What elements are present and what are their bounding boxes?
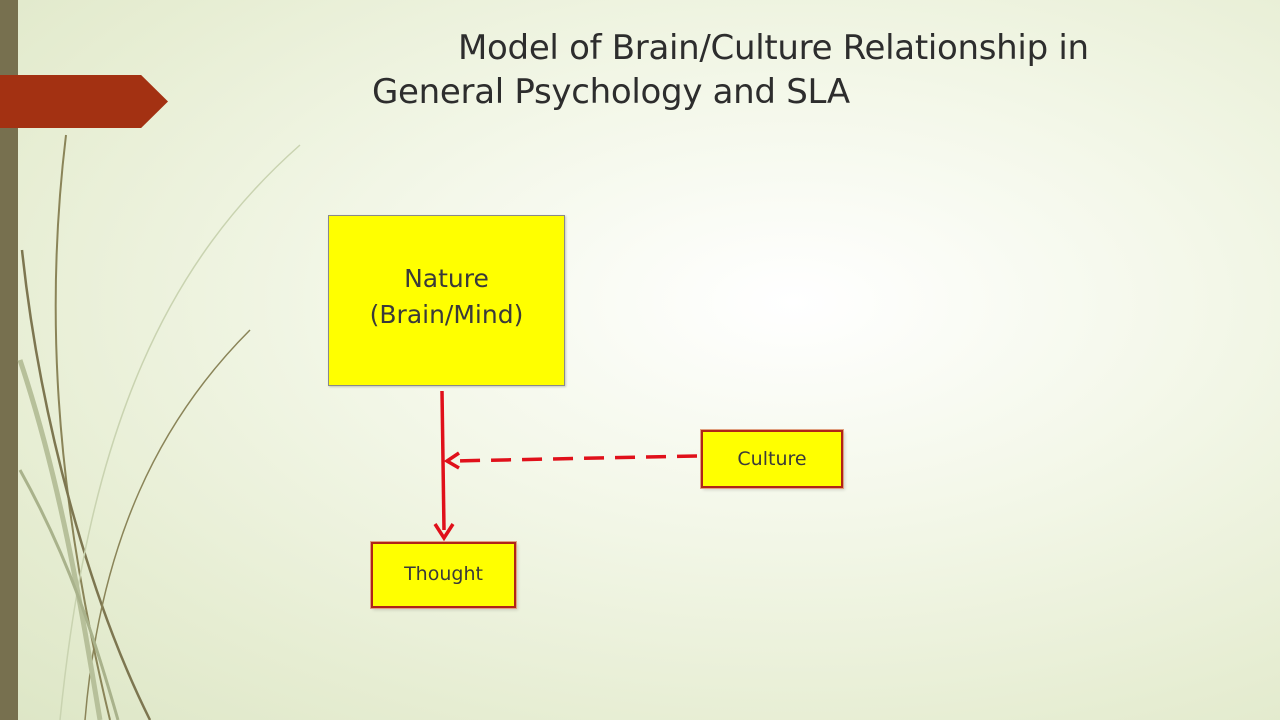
title-tab-marker [0,75,168,128]
decorative-grass-strokes [17,134,301,720]
thought-label: Thought [404,563,483,585]
culture-influence-arrowhead [443,451,460,470]
slide-title: Model of Brain/Culture Relationship in G… [372,26,1232,114]
culture-influence-dashed-line [451,454,698,463]
slide-title-line-1: Model of Brain/Culture Relationship in [458,28,1089,68]
nature-to-thought-arrowhead [433,523,455,542]
nature-to-thought-line [440,390,446,531]
culture-box: Culture [701,430,843,488]
nature-brain-mind-box: Nature (Brain/Mind) [328,215,565,386]
slide-title-line-2: General Psychology and SLA [372,72,850,112]
culture-influence-dashed-arrow [443,451,698,470]
left-accent-bar [0,0,18,720]
nature-label: Nature [404,263,489,293]
brain-mind-label: (Brain/Mind) [369,299,524,329]
nature-to-thought-arrow [433,390,455,542]
thought-box: Thought [371,542,516,608]
culture-label: Culture [737,448,807,470]
